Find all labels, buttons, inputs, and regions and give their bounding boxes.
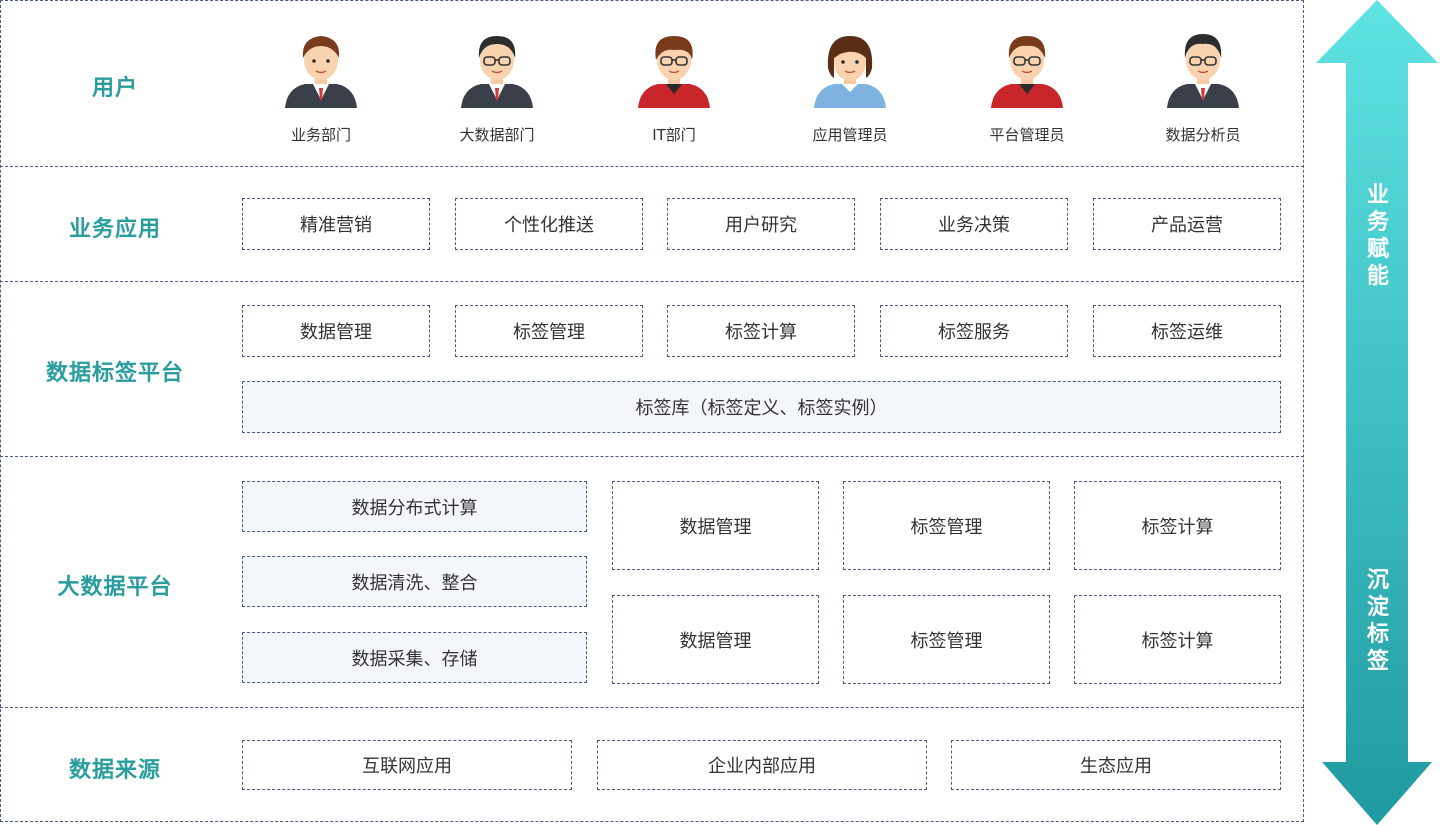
user-bigdata-dept: 大数据部门 [427,28,567,145]
layer-divider [0,166,1304,167]
user-app-admin: 应用管理员 [780,28,920,145]
arrow-text-bottom: 沉淀标签 [1366,568,1389,674]
user-name: 数据分析员 [1165,126,1241,144]
bigdata-grid-box: 数据管理 [612,481,819,570]
bigdata-grid-box: 标签管理 [843,595,1050,684]
user-business-dept: 业务部门 [251,28,391,145]
bigdata-left-box: 数据清洗、整合 [242,556,587,607]
user-name: IT部门 [652,126,696,144]
bigdata-left-box: 数据分布式计算 [242,481,587,532]
tag-module-box: 数据管理 [242,305,430,357]
architecture-frame [0,0,1304,822]
it-staff-icon [638,36,710,108]
analyst-icon [1167,34,1239,108]
business-app-box: 用户研究 [667,198,855,250]
layer-divider [0,281,1304,282]
business-app-box: 产品运营 [1093,198,1281,250]
man-with-glasses-icon [461,36,533,108]
user-name: 业务部门 [290,126,351,144]
woman-icon [814,36,886,108]
platform-admin-icon [991,36,1063,108]
user-platform-admin: 平台管理员 [957,28,1097,145]
tag-module-box: 标签运维 [1093,305,1281,357]
bigdata-grid-box: 数据管理 [612,595,819,684]
layer-label-sources: 数据来源 [68,758,161,783]
layer-label-tag-platform: 数据标签平台 [45,361,184,386]
arrow-text-top: 业务赋能 [1366,183,1389,289]
business-app-box: 精准营销 [242,198,430,250]
user-name: 大数据部门 [459,126,535,144]
user-it-dept: IT部门 [604,28,744,145]
double-arrow-icon [1316,0,1438,825]
user-name: 平台管理员 [989,126,1065,144]
layer-divider [0,456,1304,457]
user-name: 应用管理员 [812,126,888,144]
tag-module-box: 标签服务 [880,305,1068,357]
data-source-box: 企业内部应用 [597,740,927,790]
tag-module-box: 标签计算 [667,305,855,357]
tag-library-box: 标签库（标签定义、标签实例） [242,381,1281,433]
bigdata-grid-box: 标签计算 [1074,595,1281,684]
tag-module-box: 标签管理 [455,305,643,357]
bigdata-grid-box: 标签计算 [1074,481,1281,570]
data-source-box: 互联网应用 [242,740,572,790]
data-source-box: 生态应用 [951,740,1281,790]
layer-label-business: 业务应用 [68,217,161,242]
bigdata-left-box: 数据采集、存储 [242,632,587,683]
businessman-icon [285,36,357,108]
layer-label-users: 用户 [91,76,138,101]
user-data-analyst: 数据分析员 [1133,28,1273,145]
business-app-box: 业务决策 [880,198,1068,250]
bigdata-grid-box: 标签管理 [843,481,1050,570]
business-app-box: 个性化推送 [455,198,643,250]
layer-label-bigdata: 大数据平台 [57,575,173,600]
layer-divider [0,707,1304,708]
